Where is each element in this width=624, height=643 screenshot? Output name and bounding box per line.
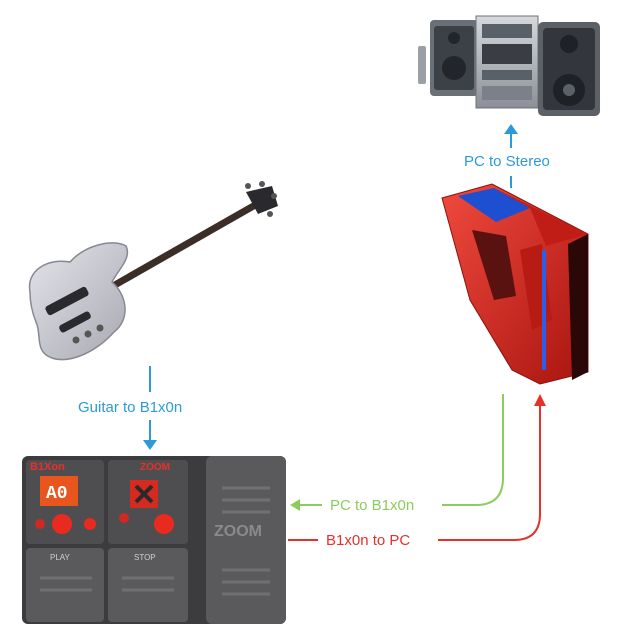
- pc-tower-icon: [441, 183, 589, 385]
- zoom-pedal-icon: B1Xon ZOOM A0 ZOOM PLAY STOP: [22, 456, 286, 624]
- arrow-left-icon: [290, 499, 300, 511]
- pc-to-stereo-label: PC to Stereo: [464, 153, 550, 170]
- guitar-to-b1x0n-connection: Guitar to B1x0n: [78, 366, 182, 450]
- pedal-brand-large: ZOOM: [214, 523, 262, 540]
- pc-to-b1x0n-connection: PC to B1x0n: [290, 394, 504, 514]
- b1x0n-to-pc-connection: B1x0n to PC: [288, 394, 546, 549]
- pc-to-stereo-connection: PC to Stereo: [464, 124, 550, 188]
- pedal-stop-text: STOP: [134, 553, 156, 562]
- pc-to-b1x0n-label: PC to B1x0n: [330, 497, 414, 514]
- arrow-up-icon: [504, 124, 518, 134]
- pedal-model-text: B1Xon: [30, 461, 65, 473]
- arrow-down-icon: [143, 440, 157, 450]
- pedal-brand-text: ZOOM: [140, 462, 170, 473]
- bass-guitar-icon: [28, 181, 278, 361]
- b1x0n-to-pc-label: B1x0n to PC: [326, 532, 410, 549]
- guitar-to-b1x0n-label: Guitar to B1x0n: [78, 399, 182, 416]
- pedal-display-text: A0: [46, 484, 68, 504]
- arrow-up-icon: [534, 394, 546, 406]
- pedal-play-text: PLAY: [50, 553, 71, 562]
- stereo-system-icon: [418, 15, 600, 116]
